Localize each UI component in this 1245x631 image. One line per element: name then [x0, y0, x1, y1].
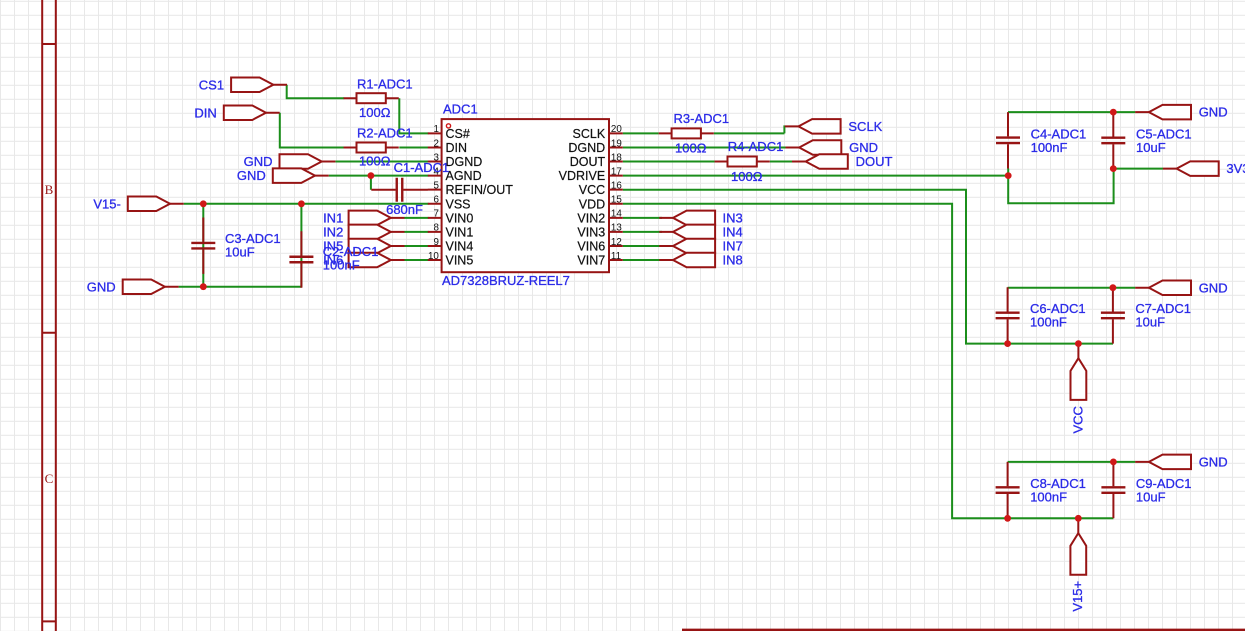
svg-text:20: 20	[611, 124, 622, 135]
svg-text:VCC: VCC	[1070, 406, 1085, 433]
svg-text:4: 4	[433, 166, 439, 177]
svg-text:VIN1: VIN1	[446, 225, 474, 239]
svg-text:19: 19	[611, 138, 622, 149]
svg-text:DOUT: DOUT	[856, 154, 893, 169]
svg-text:3V3: 3V3	[1226, 161, 1245, 176]
svg-text:C8-ADC1: C8-ADC1	[1030, 476, 1086, 491]
svg-text:SCLK: SCLK	[573, 127, 606, 141]
svg-text:9: 9	[433, 237, 438, 248]
svg-text:680nF: 680nF	[386, 202, 423, 217]
svg-text:VIN0: VIN0	[446, 211, 474, 225]
svg-text:100Ω: 100Ω	[731, 169, 763, 184]
svg-text:R4-ADC1: R4-ADC1	[728, 139, 784, 154]
svg-text:IN8: IN8	[723, 253, 743, 268]
svg-text:V15-: V15-	[93, 196, 120, 211]
svg-text:15: 15	[611, 195, 622, 206]
svg-text:C: C	[45, 471, 54, 486]
svg-text:C7-ADC1: C7-ADC1	[1135, 301, 1191, 316]
svg-text:IN2: IN2	[323, 224, 343, 239]
svg-text:16: 16	[611, 180, 622, 191]
svg-text:IN7: IN7	[723, 239, 743, 254]
svg-text:VDD: VDD	[579, 197, 605, 211]
svg-text:8: 8	[433, 223, 439, 234]
svg-text:10uF: 10uF	[1136, 140, 1166, 155]
svg-text:VIN3: VIN3	[577, 225, 605, 239]
svg-text:14: 14	[611, 209, 622, 220]
svg-text:DOUT: DOUT	[570, 155, 606, 169]
svg-text:IN1: IN1	[323, 210, 343, 225]
svg-text:C3-ADC1: C3-ADC1	[225, 231, 281, 246]
svg-text:ADC1: ADC1	[443, 102, 478, 117]
svg-text:17: 17	[611, 166, 622, 177]
svg-text:IN5: IN5	[323, 239, 343, 254]
svg-text:DIN: DIN	[194, 105, 216, 120]
svg-text:CS#: CS#	[446, 127, 470, 141]
svg-text:GND: GND	[1199, 105, 1228, 120]
svg-text:18: 18	[611, 152, 622, 163]
svg-text:R2-ADC1: R2-ADC1	[357, 125, 413, 140]
svg-text:VCC: VCC	[579, 183, 605, 197]
svg-text:VIN5: VIN5	[446, 254, 474, 268]
svg-text:C1-ADC1: C1-ADC1	[394, 160, 450, 175]
svg-text:11: 11	[611, 251, 621, 262]
svg-text:100Ω: 100Ω	[359, 105, 391, 120]
svg-text:7: 7	[433, 209, 438, 220]
svg-text:VIN6: VIN6	[577, 239, 605, 253]
svg-text:GND: GND	[1199, 280, 1228, 295]
svg-text:IN6: IN6	[323, 253, 343, 268]
svg-text:10: 10	[428, 251, 439, 262]
svg-text:CS1: CS1	[199, 77, 224, 92]
svg-text:10uF: 10uF	[1136, 489, 1166, 504]
svg-text:VDRIVE: VDRIVE	[559, 169, 606, 183]
svg-text:10uF: 10uF	[225, 244, 255, 259]
svg-text:REFIN/OUT: REFIN/OUT	[446, 183, 514, 197]
svg-text:GND: GND	[1199, 455, 1228, 470]
svg-text:AGND: AGND	[446, 169, 482, 183]
svg-text:C9-ADC1: C9-ADC1	[1136, 476, 1192, 491]
svg-text:AD7328BRUZ-REEL7: AD7328BRUZ-REEL7	[442, 273, 570, 288]
svg-text:C2-ADC1: C2-ADC1	[323, 244, 379, 259]
svg-text:VSS: VSS	[446, 197, 471, 211]
svg-text:10uF: 10uF	[1135, 315, 1165, 330]
svg-text:1: 1	[433, 124, 438, 135]
svg-text:2: 2	[433, 138, 438, 149]
svg-text:100nF: 100nF	[323, 258, 360, 273]
svg-text:GND: GND	[849, 140, 878, 155]
svg-text:100nF: 100nF	[1030, 489, 1067, 504]
svg-text:C5-ADC1: C5-ADC1	[1136, 127, 1192, 142]
svg-text:R3-ADC1: R3-ADC1	[674, 111, 730, 126]
svg-text:DGND: DGND	[446, 155, 483, 169]
svg-text:12: 12	[611, 237, 622, 248]
svg-text:GND: GND	[237, 168, 266, 183]
svg-text:B: B	[45, 182, 54, 197]
svg-text:R1-ADC1: R1-ADC1	[357, 77, 413, 92]
svg-text:DIN: DIN	[446, 141, 468, 155]
svg-text:100Ω: 100Ω	[359, 153, 391, 168]
svg-text:SCLK: SCLK	[848, 119, 882, 134]
svg-text:IN4: IN4	[723, 224, 743, 239]
svg-text:6: 6	[433, 195, 439, 206]
svg-text:100nF: 100nF	[1030, 315, 1067, 330]
svg-text:C6-ADC1: C6-ADC1	[1030, 301, 1086, 316]
svg-text:C4-ADC1: C4-ADC1	[1031, 127, 1087, 142]
svg-text:VIN4: VIN4	[446, 239, 474, 253]
svg-text:5: 5	[433, 180, 439, 191]
svg-text:VIN2: VIN2	[577, 211, 605, 225]
svg-text:100nF: 100nF	[1031, 140, 1068, 155]
svg-text:13: 13	[611, 223, 622, 234]
svg-text:DGND: DGND	[568, 141, 605, 155]
svg-text:VIN7: VIN7	[577, 254, 605, 268]
svg-text:GND: GND	[244, 154, 273, 169]
svg-text:100Ω: 100Ω	[675, 141, 707, 156]
svg-text:IN3: IN3	[723, 210, 743, 225]
svg-text:V15+: V15+	[1070, 581, 1085, 612]
svg-text:3: 3	[433, 152, 439, 163]
svg-text:GND: GND	[87, 279, 116, 294]
